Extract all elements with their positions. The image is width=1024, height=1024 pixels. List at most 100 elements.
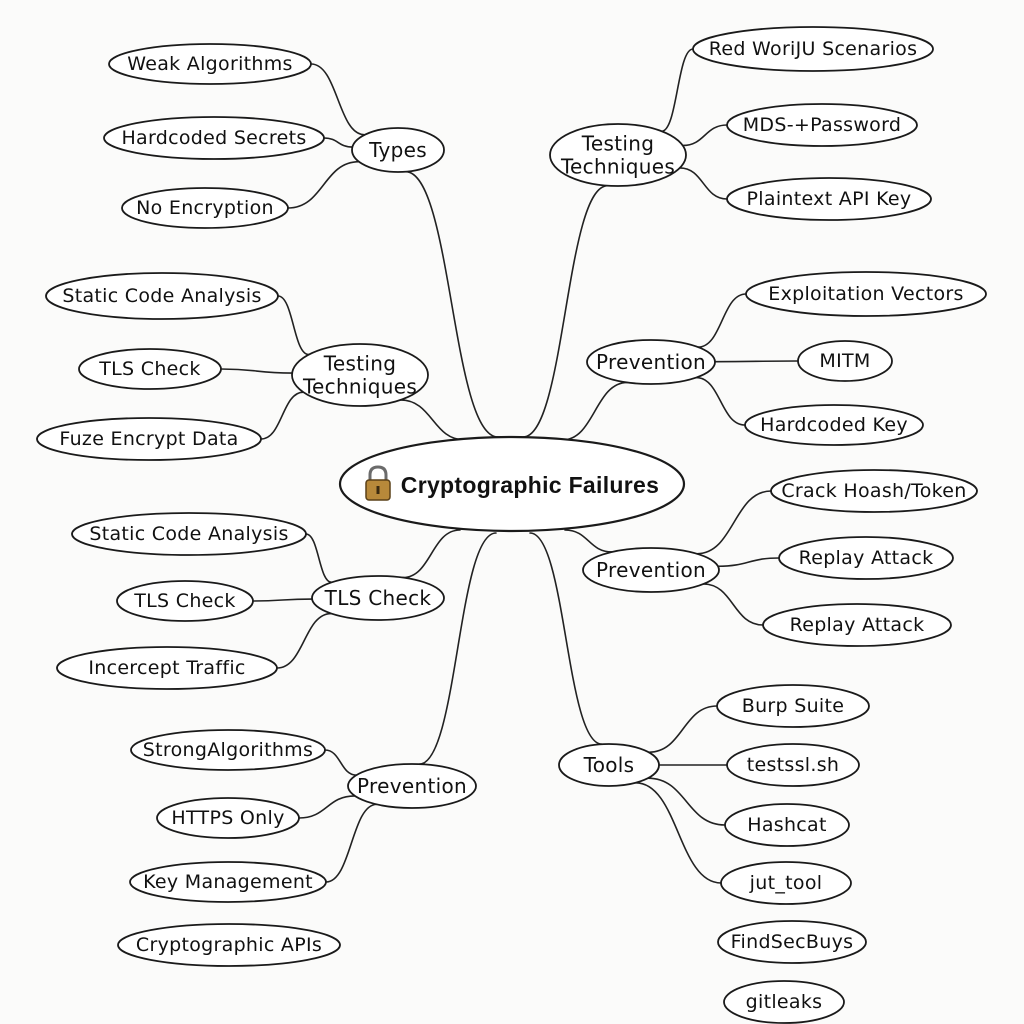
branch-prevention-right-2[interactable]: Prevention	[582, 547, 720, 593]
node-testing-right-2-label: MDS-+Password	[743, 114, 902, 136]
connector-prevention-right-2-2	[717, 557, 780, 568]
node-tls-check-2-bubble	[116, 580, 254, 622]
node-prevention-left-3-bubble	[129, 861, 327, 903]
branch-testing-right-label-line-2: Techniques	[560, 155, 675, 179]
connector-prevention-right-1-3	[695, 376, 746, 426]
node-tls-check-2-label: TLS Check	[133, 590, 235, 612]
node-testing-right-3[interactable]: Plaintext API Key	[726, 177, 932, 221]
node-prevention-right-2-2-label: Replay Attack	[799, 547, 934, 569]
standalone-node-3[interactable]: gitleaks	[723, 980, 845, 1024]
standalone-node-1[interactable]: Cryptographic APIs	[117, 923, 341, 967]
connector-tls-check-2	[252, 598, 313, 602]
branch-tls-check-label: TLS Check	[324, 586, 432, 610]
standalone-node-2[interactable]: FindSecBuys	[717, 920, 867, 964]
node-tls-check-2[interactable]: TLS Check	[116, 580, 254, 622]
connector-testing-left-3	[260, 391, 305, 440]
connector-tls-check	[401, 529, 461, 579]
branch-tls-check[interactable]: TLS Check	[311, 575, 445, 621]
node-testing-left-1[interactable]: Static Code Analysis	[45, 272, 279, 320]
node-testing-right-2[interactable]: MDS-+Password	[726, 103, 918, 147]
connector-tools-3	[647, 777, 726, 826]
connector-prevention-right-2-3	[702, 583, 764, 626]
node-types-2-label: Hardcoded Secrets	[121, 127, 306, 149]
node-prevention-right-2-1[interactable]: Crack Hoash/Token	[770, 469, 978, 513]
node-testing-left-2-bubble	[78, 348, 222, 390]
node-tools-4[interactable]: jut_tool	[720, 861, 852, 905]
node-prevention-left-2[interactable]: HTTPS Only	[156, 797, 300, 839]
standalone-node-2-bubble	[717, 920, 867, 964]
connector-types-1	[310, 63, 366, 136]
node-prevention-right-1-2[interactable]: MITM	[797, 340, 893, 382]
node-tools-2[interactable]: testssl.sh	[726, 743, 860, 787]
node-tools-1[interactable]: Burp Suite	[716, 684, 870, 728]
node-prevention-right-1-3[interactable]: Hardcoded Key	[744, 404, 924, 446]
node-tls-check-1-label: Static Code Analysis	[89, 523, 288, 545]
node-types-3[interactable]: No Encryption	[121, 187, 289, 229]
node-tls-check-1[interactable]: Static Code Analysis	[71, 512, 307, 556]
connector-layer	[220, 48, 799, 884]
node-tools-1-label: Burp Suite	[742, 695, 845, 717]
node-testing-right-1[interactable]: Red WoriJU Scenarios	[692, 26, 934, 72]
node-prevention-right-2-3-bubble	[762, 603, 952, 647]
connector-testing-right-1	[660, 48, 694, 133]
node-prevention-left-3[interactable]: Key Management	[129, 861, 327, 903]
node-prevention-left-2-label: HTTPS Only	[171, 807, 284, 829]
central-topic-label: Cryptographic Failures	[401, 472, 659, 498]
node-tls-check-3[interactable]: Incercept Traffic	[56, 646, 278, 690]
node-types-3-label: No Encryption	[136, 197, 274, 219]
node-types-3-bubble	[121, 187, 289, 229]
connector-testing-left-1	[277, 295, 310, 356]
node-testing-left-2[interactable]: TLS Check	[78, 348, 222, 390]
node-tools-2-label: testssl.sh	[747, 754, 840, 776]
branch-prevention-left[interactable]: Prevention	[347, 763, 477, 809]
node-testing-left-1-bubble	[45, 272, 279, 320]
node-types-1-label: Weak Algorithms	[127, 53, 293, 75]
connector-testing-left	[399, 399, 466, 441]
branch-testing-left-label-line-2: Techniques	[302, 375, 417, 399]
node-prevention-right-1-2-bubble	[797, 340, 893, 382]
node-prevention-left-1-label: StrongAlgorithms	[143, 739, 313, 761]
node-prevention-right-2-1-label: Crack Hoash/Token	[781, 480, 966, 502]
connector-tls-check-1	[305, 533, 333, 584]
node-prevention-right-1-1-label: Exploitation Vectors	[768, 283, 963, 305]
node-prevention-right-2-2[interactable]: Replay Attack	[778, 536, 954, 580]
standalone-node-1-bubble	[117, 923, 341, 967]
node-testing-left-3[interactable]: Fuze Encrypt Data	[36, 417, 262, 461]
connector-types-2	[323, 137, 354, 148]
node-prevention-right-2-3-label: Replay Attack	[790, 614, 925, 636]
branch-tools[interactable]: Tools	[558, 743, 660, 787]
connector-tools	[529, 532, 603, 746]
node-testing-left-3-bubble	[36, 417, 262, 461]
node-prevention-right-1-1-bubble	[745, 271, 987, 317]
connector-tools-4	[634, 781, 722, 884]
node-tools-4-label: jut_tool	[749, 872, 823, 894]
node-prevention-left-1[interactable]: StrongAlgorithms	[130, 729, 326, 771]
node-tools-3[interactable]: Hashcat	[724, 803, 850, 847]
node-prevention-right-1-1[interactable]: Exploitation Vectors	[745, 271, 987, 317]
node-testing-left-3-label: Fuze Encrypt Data	[59, 428, 238, 450]
node-testing-right-1-label: Red WoriJU Scenarios	[709, 38, 918, 60]
node-layer: Cryptographic Failures Types Weak Algorith…	[36, 26, 987, 1024]
branch-tools-bubble	[558, 743, 660, 787]
node-tools-3-bubble	[724, 803, 850, 847]
connector-prevention-right-2-1	[696, 490, 772, 555]
connector-tools-1	[647, 705, 718, 754]
connector-tls-check-3	[276, 612, 333, 669]
standalone-node-3-label: gitleaks	[746, 991, 823, 1013]
branch-prevention-right-1-bubble	[586, 339, 716, 385]
node-types-1[interactable]: Weak Algorithms	[108, 43, 312, 85]
branch-types[interactable]: Types	[351, 127, 445, 173]
standalone-node-2-label: FindSecBuys	[731, 931, 854, 953]
node-types-2-bubble	[103, 116, 325, 160]
branch-types-label: Types	[368, 138, 427, 162]
node-types-2[interactable]: Hardcoded Secrets	[103, 116, 325, 160]
connector-prevention-left-3	[325, 803, 378, 883]
branch-prevention-right-1[interactable]: Prevention	[586, 339, 716, 385]
central-topic[interactable]: Cryptographic Failures	[338, 435, 686, 533]
node-prevention-right-2-3[interactable]: Replay Attack	[762, 603, 952, 647]
node-tools-4-bubble	[720, 861, 852, 905]
branch-testing-left-label-line-1: Testing	[323, 352, 396, 376]
node-types-1-bubble	[108, 43, 312, 85]
